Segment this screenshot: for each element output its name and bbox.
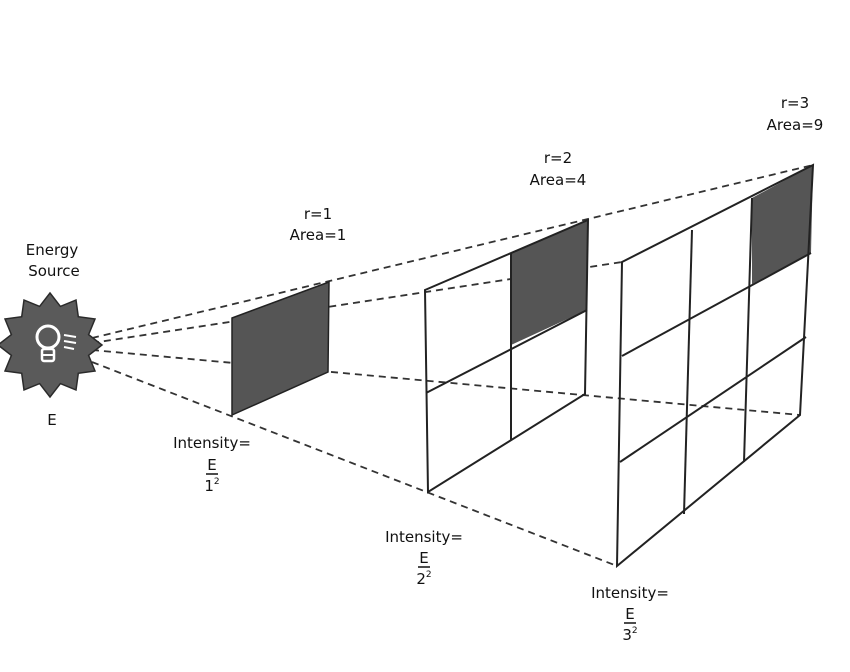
bulb-ray-1 [63,334,77,338]
panel-r3-grid-hline-1 [621,252,812,357]
panel-r2-denominator-exp: 2 [426,570,432,580]
panel-r3-intensity-label: Intensity= [591,584,669,602]
panel-r3-grid-vline-2 [743,197,753,463]
projection-line-lower [91,349,801,416]
panel-r1-intensity-label: Intensity= [173,434,251,452]
panel-r3-denominator-base: 3 [622,626,632,644]
sunburst-shape [0,291,104,399]
panel-r3-grid-hline-2 [619,336,807,463]
panel-r2-denominator-base: 2 [416,570,426,588]
panel-r2-area-label: Area=4 [530,171,587,189]
panel-r1-denominator: 12 [204,477,219,495]
panel-r2-r-label: r=2 [544,149,572,167]
panel-r2-intensity-label: Intensity= [385,528,463,546]
panel-r1-denominator-base: 1 [204,477,214,495]
bulb-ray-3 [63,346,75,350]
panel-r3-r-label: r=3 [781,94,809,112]
panel-r1-shaded-cell [231,280,330,417]
projection-line-bottom [91,361,618,567]
panel-r2-grid-hline-1 [425,309,588,394]
lightbulb-sunburst-icon [0,291,104,399]
panel-r3 [615,163,815,569]
bulb-ray-2 [63,340,77,344]
panel-r3-area-label: Area=9 [767,116,824,134]
panel-r2 [423,218,590,494]
panel-r3-shaded-cell [752,165,813,284]
panel-r1-numerator: E [207,456,216,474]
source-label-line2: Source [28,262,80,280]
panel-r3-grid-vline-1 [683,229,693,515]
projection-lines [91,164,814,567]
panel-r3-numerator: E [625,605,634,623]
projection-line-top [91,164,814,339]
panel-r1-area-label: Area=1 [290,226,347,244]
panel-r3-denominator: 32 [622,626,637,644]
panel-r2-frame [423,218,590,494]
panel-r2-numerator: E [419,549,428,567]
source-label-line1: Energy [26,241,79,259]
panel-r2-shaded-cell [511,220,588,345]
panel-r1-r-label: r=1 [304,205,332,223]
panel-r1 [231,280,330,417]
panel-r3-denominator-exp: 2 [632,626,638,636]
panel-r2-denominator: 22 [416,570,431,588]
panel-r1-denominator-exp: 2 [214,477,220,487]
panel-r3-frame [615,163,815,569]
source-symbol: E [47,411,56,429]
